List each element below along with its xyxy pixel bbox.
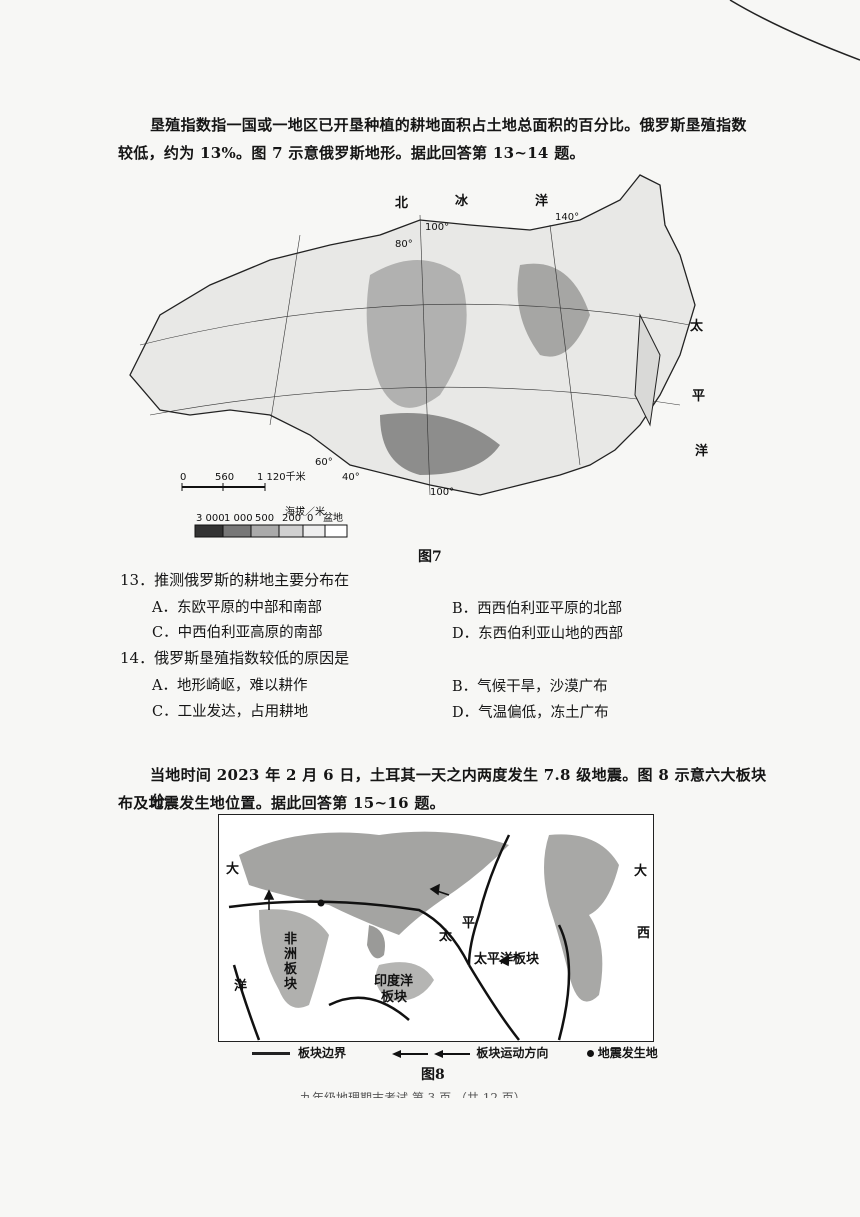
- elev-1000: 1 000: [224, 513, 253, 524]
- question-13-option-c[interactable]: C．中西伯利亚高原的南部: [152, 625, 323, 641]
- plate-arrows: [263, 883, 520, 967]
- eastern-mountains-shade: [517, 263, 590, 357]
- label-ping: 平: [462, 916, 475, 931]
- label-indo-2: 板块: [381, 989, 408, 1005]
- india-shape: [367, 925, 385, 959]
- question-13-option-a[interactable]: A．东欧平原的中部和南部: [152, 600, 322, 616]
- australia-shape: [375, 962, 434, 1001]
- label-pacific-plate: 太平洋板块: [473, 951, 540, 967]
- label-africa-3: 板: [284, 961, 298, 977]
- boundary-legend-line: [252, 1052, 290, 1055]
- plate-boundaries: [228, 834, 571, 1041]
- legend-quake: 地震发生地: [597, 1046, 658, 1060]
- elev-200: 200: [282, 513, 301, 524]
- label-indo-1: 印度洋: [374, 973, 413, 989]
- direction-legend-arrow-icon-2: [434, 1049, 471, 1058]
- plate-map: 大 大 西 洋 非 洲 板 块 印度洋 板块 太 平 太平洋板块: [226, 831, 650, 1041]
- intro-1-line-1: 垦殖指数指一国或一地区已开垦种植的耕地面积占土地总面积的百分比。俄罗斯垦殖指数: [150, 116, 747, 134]
- label-yang-left: 洋: [234, 978, 247, 994]
- ocean-label-yang: 洋: [535, 193, 548, 209]
- plate-map-frame: 大 大 西 洋 非 洲 板 块 印度洋 板块 太 平 太平洋板块: [218, 814, 654, 1042]
- africa-shape: [259, 909, 329, 1008]
- quake-legend-dot-icon: [586, 1050, 594, 1057]
- lon-140: 140°: [555, 212, 579, 223]
- intro-paragraph-1b: 较低，约为 13%。图 7 示意俄罗斯地形。据此回答第 13~14 题。: [118, 140, 758, 166]
- russia-terrain-map: 北 冰 洋 太 平 洋 100° 100° 140° 80° 60° 40° 0…: [129, 174, 708, 538]
- question-14-option-c[interactable]: C．工业发达，占用耕地: [152, 704, 309, 720]
- scale-560: 560: [215, 472, 234, 483]
- page-footer: 九年级地理期末考试 第 3 页 （共 12 页）: [300, 1091, 526, 1098]
- label-xi: 西: [637, 926, 650, 941]
- lat-60: 60°: [315, 457, 333, 468]
- eurasia-shape: [239, 831, 509, 935]
- intro-paragraph-2: 当地时间 2023 年 2 月 6 日，土耳其一天之内两度发生 7.8 级地震。…: [150, 762, 770, 814]
- pacific-label-yang: 洋: [695, 443, 708, 459]
- legend-direction: 板块运动方向: [476, 1046, 549, 1060]
- lat-80: 80°: [395, 239, 413, 250]
- legend-boundary: 板块边界: [298, 1046, 347, 1060]
- direction-legend-arrow-icon: [392, 1049, 429, 1058]
- elev-0: 0: [307, 513, 313, 524]
- scale-1120: 1 120千米: [257, 470, 306, 483]
- elev-basin: 盆地: [323, 511, 343, 524]
- ocean-label-bing: 冰: [455, 193, 469, 209]
- corner-curve: [729, 0, 860, 61]
- elev-500: 500: [255, 513, 274, 524]
- intro-2-line-1: 当地时间 2023 年 2 月 6 日，土耳其一天之内两度发生 7.8 级地震。…: [150, 766, 767, 810]
- figure-7-caption: 图7: [418, 549, 442, 565]
- intro-paragraph-2b: 布及地震发生地位置。据此回答第 15~16 题。: [118, 790, 758, 816]
- americas-shape: [544, 834, 619, 1002]
- ocean-label-bei: 北: [395, 196, 408, 211]
- southern-mountains-shade: [380, 413, 500, 475]
- pacific-label-tai: 太: [689, 318, 704, 334]
- question-14-stem: 14．俄罗斯垦殖指数较低的原因是: [120, 649, 350, 667]
- scale-0: 0: [180, 472, 186, 483]
- elev-3000: 3 000: [196, 513, 225, 524]
- central-siberian-shade: [366, 260, 467, 408]
- elev-title: 海拔／米: [285, 505, 325, 518]
- figure-8-caption: 图8: [421, 1067, 445, 1083]
- label-da-left: 大: [226, 861, 239, 877]
- lat-40: 40°: [342, 472, 360, 483]
- intro-paragraph-1: 垦殖指数指一国或一地区已开垦种植的耕地面积占土地总面积的百分比。俄罗斯垦殖指数: [150, 112, 770, 138]
- graticule: [139, 214, 691, 496]
- label-africa-1: 非: [284, 931, 297, 947]
- label-tai: 太: [438, 928, 453, 944]
- question-13-option-d[interactable]: D．东西伯利亚山地的西部: [452, 626, 624, 642]
- intro-1-line-2: 较低，约为 13%。图 7 示意俄罗斯地形。据此回答第 13~14 题。: [118, 144, 585, 162]
- earthquake-location-dot: [317, 899, 325, 907]
- lon-100-bottom: 100°: [430, 487, 454, 498]
- intro-2-line-2: 布及地震发生地位置。据此回答第 15~16 题。: [118, 794, 445, 812]
- lon-100-top: 100°: [425, 222, 449, 233]
- pacific-label-ping: 平: [692, 389, 705, 404]
- elevation-legend: 海拔／米 3 000 1 000 500 200 0 盆地: [194, 505, 348, 538]
- question-13-option-b[interactable]: B．西西伯利亚平原的北部: [452, 601, 623, 617]
- label-africa-2: 洲: [284, 947, 297, 962]
- question-14-option-d[interactable]: D．气温偏低，冻土广布: [452, 705, 609, 721]
- scale-bar: 0 560 1 120千米: [180, 470, 306, 491]
- question-14-option-a[interactable]: A．地形崎岖，难以耕作: [152, 678, 308, 694]
- label-africa-4: 块: [284, 976, 298, 992]
- label-da-right: 大: [634, 863, 647, 879]
- plate-legend: 板块边界 板块运动方向 地震发生地: [252, 1044, 658, 1061]
- question-14-option-b[interactable]: B．气候干旱，沙漠广布: [452, 679, 608, 695]
- question-13-stem: 13．推测俄罗斯的耕地主要分布在: [120, 571, 350, 589]
